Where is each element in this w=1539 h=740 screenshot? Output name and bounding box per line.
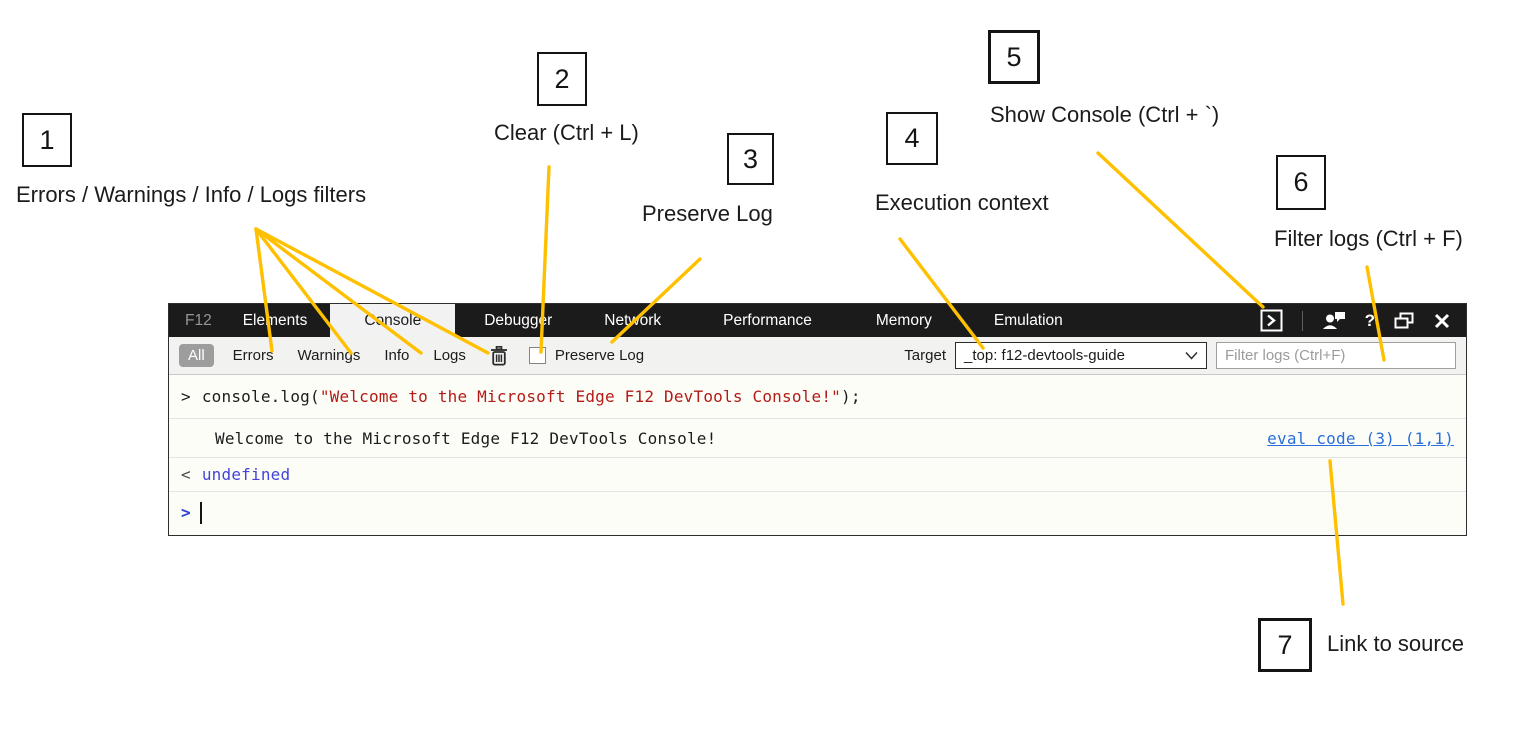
- console-input-line[interactable]: >: [169, 492, 1466, 533]
- callout-box-7: 7: [1258, 618, 1312, 672]
- callout-number: 5: [1006, 41, 1022, 72]
- callout-label-preserve-log: Preserve Log: [642, 201, 773, 226]
- tab-console[interactable]: Console: [330, 304, 456, 337]
- console-output-area: > console.log("Welcome to the Microsoft …: [169, 375, 1466, 535]
- text-cursor: [199, 501, 202, 524]
- callout-label-show-console: Show Console (Ctrl + `): [990, 102, 1220, 127]
- console-row-log-message: Welcome to the Microsoft Edge F12 DevToo…: [169, 419, 1466, 458]
- callout-box-2: 2: [537, 52, 587, 106]
- toolbar-right-group: Target _top: f12-devtools-guide: [904, 342, 1456, 369]
- callout-label-execution-context: Execution context: [875, 190, 1049, 215]
- callout-box-4: 4: [886, 112, 938, 165]
- preserve-log-label[interactable]: Preserve Log: [554, 347, 645, 364]
- code-text: console.log("Welcome to the Microsoft Ed…: [201, 387, 861, 406]
- callout-box-1: 1: [22, 113, 72, 167]
- callout-line: [1096, 151, 1265, 309]
- console-row-input-echo: > console.log("Welcome to the Microsoft …: [169, 375, 1466, 419]
- devtools-window: F12 Elements Console Debugger Network Pe…: [168, 303, 1467, 536]
- filter-warnings-button[interactable]: Warnings: [297, 347, 361, 364]
- f12-logo: F12: [185, 311, 212, 329]
- filter-logs-input[interactable]: [1216, 342, 1456, 369]
- callout-number: 3: [742, 143, 759, 174]
- target-label: Target: [904, 347, 946, 364]
- help-icon[interactable]: ?: [1364, 310, 1375, 330]
- callout-label-clear: Clear (Ctrl + L): [494, 120, 639, 145]
- filter-info-button[interactable]: Info: [384, 347, 410, 364]
- close-icon[interactable]: [1434, 313, 1450, 329]
- titlebar-icon-group: ?: [1260, 304, 1466, 337]
- callout-label-filter-logs: Filter logs (Ctrl + F): [1274, 226, 1463, 251]
- chevron-down-icon: [1185, 351, 1198, 360]
- tab-elements[interactable]: Elements: [242, 311, 308, 329]
- callout-number: 7: [1277, 629, 1293, 660]
- console-row-result: < undefined: [169, 458, 1466, 492]
- tab-network[interactable]: Network: [604, 311, 662, 329]
- result-prompt-chevron: <: [181, 465, 191, 484]
- undock-icon[interactable]: [1394, 312, 1415, 330]
- log-message: Welcome to the Microsoft Edge F12 DevToo…: [215, 428, 717, 448]
- filter-all-button[interactable]: All: [179, 344, 214, 367]
- callout-number: 4: [904, 123, 920, 153]
- tab-debugger[interactable]: Debugger: [484, 311, 553, 329]
- filter-logs-button[interactable]: Logs: [433, 347, 466, 364]
- callout-number: 6: [1293, 167, 1309, 197]
- input-prompt-chevron: >: [181, 503, 191, 522]
- echo-prompt-chevron: >: [181, 387, 191, 406]
- feedback-person-icon[interactable]: [1322, 311, 1346, 330]
- callout-box-6: 6: [1276, 155, 1326, 210]
- callout-box-5: 5: [988, 30, 1040, 84]
- source-link[interactable]: eval code (3) (1,1): [1267, 428, 1454, 448]
- tab-emulation[interactable]: Emulation: [993, 311, 1063, 329]
- code-string: "Welcome to the Microsoft Edge F12 DevTo…: [319, 387, 841, 406]
- callout-label-link-to-source: Link to source: [1327, 631, 1464, 656]
- filter-errors-button[interactable]: Errors: [232, 347, 274, 364]
- tab-performance[interactable]: Performance: [723, 311, 812, 329]
- target-dropdown[interactable]: _top: f12-devtools-guide: [955, 342, 1207, 369]
- target-dropdown-value: _top: f12-devtools-guide: [964, 347, 1125, 364]
- titlebar-divider: [1301, 310, 1303, 331]
- callout-number: 2: [554, 63, 570, 94]
- devtools-titlebar: F12 Elements Console Debugger Network Pe…: [169, 304, 1466, 337]
- tab-memory[interactable]: Memory: [875, 311, 932, 329]
- preserve-log-checkbox[interactable]: [528, 347, 546, 364]
- show-console-icon[interactable]: [1260, 309, 1283, 332]
- result-value: undefined: [201, 465, 291, 484]
- callout-box-3: 3: [727, 133, 774, 185]
- console-toolbar: All Errors Warnings Info Logs Preserve L…: [169, 337, 1466, 375]
- clear-trash-icon[interactable]: [490, 345, 508, 366]
- callout-number: 1: [39, 124, 55, 155]
- callout-label-filters: Errors / Warnings / Info / Logs filters: [16, 182, 367, 207]
